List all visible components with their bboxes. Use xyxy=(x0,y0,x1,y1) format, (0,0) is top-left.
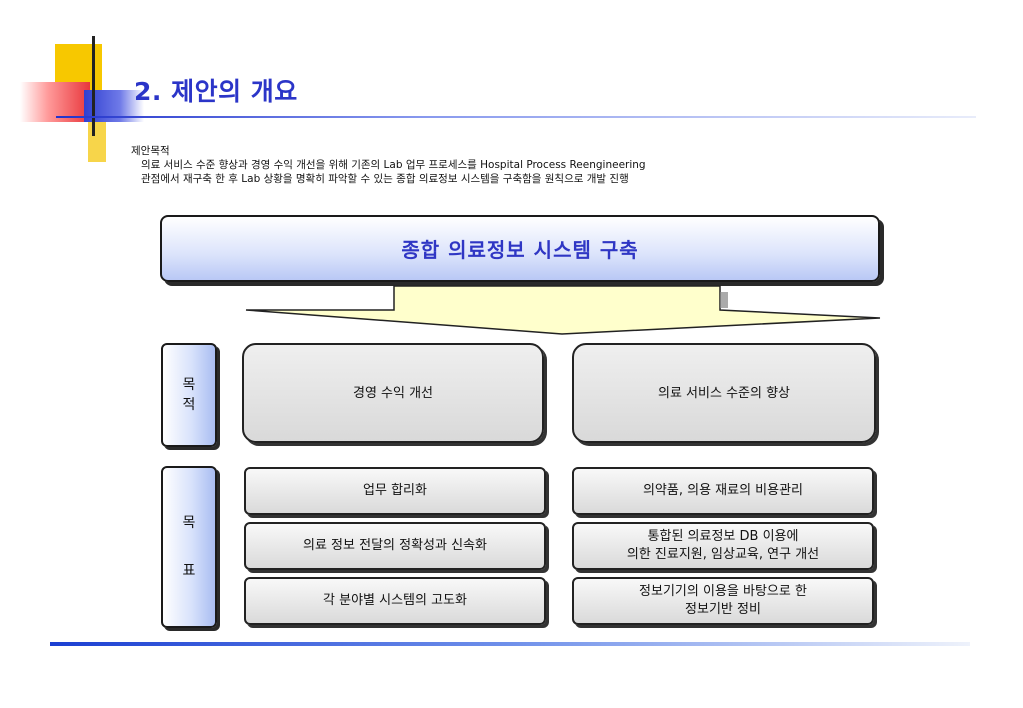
intro-line-1: 의료 서비스 수준 향상과 경영 수익 개선을 위해 기존의 Lab 업무 프로… xyxy=(141,159,646,171)
intro-text: 제안목적 의료 서비스 수준 향상과 경영 수익 개선을 위해 기존의 Lab … xyxy=(131,144,646,186)
down-arrow-icon xyxy=(245,285,881,335)
footer-line xyxy=(50,642,970,646)
goal-box-right-1: 의약품, 의용 재료의 비용관리 xyxy=(572,467,874,515)
decor-vertical-line xyxy=(92,36,95,136)
purpose-text: 의료 서비스 수준의 향상 xyxy=(658,385,790,401)
goal-label-char-2: 표 xyxy=(182,563,196,579)
purpose-box-service: 의료 서비스 수준의 향상 xyxy=(572,343,876,443)
purpose-text: 경영 수익 개선 xyxy=(352,385,434,401)
intro-line-2: 관점에서 재구축 한 후 Lab 상황을 명확히 파악할 수 있는 종합 의료정… xyxy=(141,173,629,185)
goal-label-char-1: 목 xyxy=(182,515,196,531)
goal-box-right-2: 통합된 의료정보 DB 이용에 의한 진료지원, 임상교육, 연구 개선 xyxy=(572,522,874,570)
decor-red-block xyxy=(20,82,90,122)
purpose-label-box: 목 적 xyxy=(161,343,217,447)
purpose-label-char-1: 목 xyxy=(182,377,196,393)
goal-text: 의약품, 의용 재료의 비용관리 xyxy=(642,483,804,498)
purpose-box-revenue: 경영 수익 개선 xyxy=(242,343,544,443)
goal-text-line-1: 정보기기의 이용을 바탕으로 한 xyxy=(639,584,807,599)
title-underline xyxy=(56,116,976,118)
goal-box-left-2: 의료 정보 전달의 정확성과 신속화 xyxy=(244,522,546,570)
main-system-box: 종합 의료정보 시스템 구축 xyxy=(160,215,880,282)
goal-box-left-1: 업무 합리화 xyxy=(244,467,546,515)
page-title: 2. 제안의 개요 xyxy=(134,77,298,106)
goal-text: 의료 정보 전달의 정확성과 신속화 xyxy=(303,538,487,553)
goal-box-right-3: 정보기기의 이용을 바탕으로 한 정보기반 정비 xyxy=(572,577,874,625)
goal-text-line-1: 통합된 의료정보 DB 이용에 xyxy=(647,529,799,544)
goal-text: 각 분야별 시스템의 고도화 xyxy=(323,593,467,608)
goal-text-line-2: 정보기반 정비 xyxy=(685,602,761,617)
goal-text-line-2: 의한 진료지원, 임상교육, 연구 개선 xyxy=(626,547,820,562)
main-system-label: 종합 의료정보 시스템 구축 xyxy=(401,238,639,262)
goal-text: 업무 합리화 xyxy=(363,483,427,498)
goal-box-left-3: 각 분야별 시스템의 고도화 xyxy=(244,577,546,625)
purpose-label-char-2: 적 xyxy=(182,397,196,413)
intro-heading: 제안목적 xyxy=(131,145,170,157)
goal-label-box: 목 표 xyxy=(161,466,217,628)
